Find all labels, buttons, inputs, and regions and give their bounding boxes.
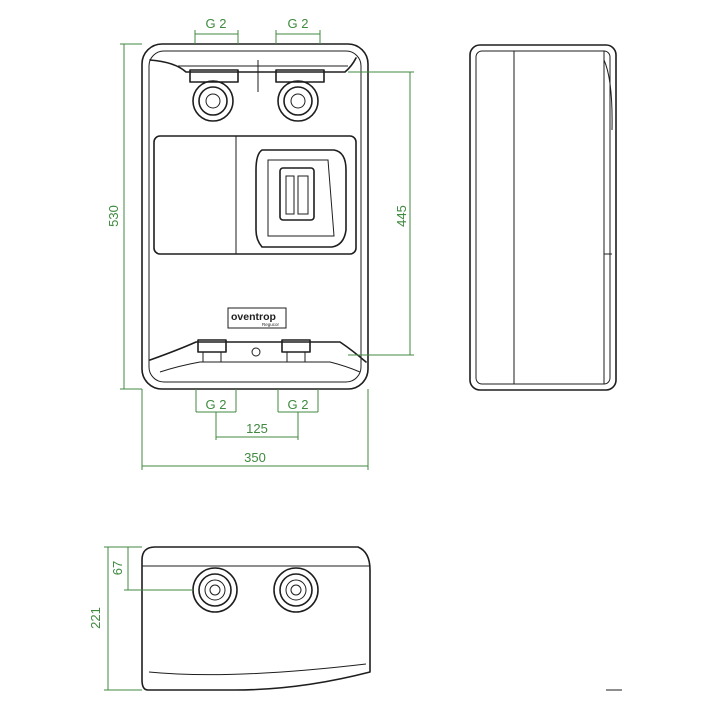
pump-face <box>267 159 335 237</box>
top-left-valve-core <box>205 93 221 109</box>
left-fitting-mid <box>198 573 232 607</box>
cover-panel <box>153 135 357 255</box>
top-view-right-fitting <box>273 567 319 613</box>
bottom-cutout-edge <box>159 361 361 373</box>
bottom-right-pipe <box>286 351 306 363</box>
brand-text: oventrop <box>231 311 276 323</box>
dim-top-right-thread: G 2 <box>288 16 309 31</box>
top-view-dimensions: 67 221 <box>88 546 193 691</box>
top-right-fitting <box>275 69 325 122</box>
brand-plate-frame <box>227 307 287 329</box>
top-right-valve-inner <box>283 86 313 116</box>
dim-connection-height: 445 <box>394 205 409 227</box>
pump-body <box>255 149 347 248</box>
dim-spacing: 125 <box>246 421 268 436</box>
left-fitting-inner <box>204 579 226 601</box>
right-fitting-inner <box>285 579 307 601</box>
dim-overall-depth: 221 <box>88 607 103 629</box>
top-right-valve-core <box>290 93 306 109</box>
side-inner-outline <box>475 50 611 385</box>
top-view-left-fitting <box>192 567 238 613</box>
side-back-curve <box>603 59 613 131</box>
pump-unit <box>255 149 347 248</box>
right-fitting-outer <box>273 567 319 613</box>
top-left-fitting <box>189 69 239 122</box>
dim-width: 350 <box>244 450 266 465</box>
top-left-valve-inner <box>198 86 228 116</box>
dim-overall-height: 530 <box>106 205 121 227</box>
top-right-valve-outer <box>277 80 319 122</box>
bottom-cutout <box>149 341 367 363</box>
left-fitting-core <box>209 584 221 596</box>
side-view <box>469 44 617 391</box>
brand-sub-text: Regucor <box>262 322 280 327</box>
front-view: oventrop Regucor <box>141 43 369 390</box>
pump-display-right <box>297 175 309 215</box>
top-view <box>141 546 371 691</box>
top-view-back-curve <box>148 663 367 676</box>
housing-inner-outline <box>148 50 362 383</box>
bottom-left-pipe <box>202 351 222 363</box>
dim-bottom-left-thread: G 2 <box>206 397 227 412</box>
dim-connection-depth: 67 <box>110 561 125 575</box>
top-cutout <box>149 57 357 73</box>
top-left-valve-outer <box>192 80 234 122</box>
top-view-outline <box>141 546 371 691</box>
pump-display <box>279 167 315 221</box>
pump-display-left <box>285 175 295 215</box>
housing-outline <box>141 43 369 390</box>
dim-top-left-thread: G 2 <box>206 16 227 31</box>
right-fitting-mid <box>279 573 313 607</box>
right-fitting-core <box>290 584 302 596</box>
bottom-left-fitting <box>197 339 227 363</box>
brand-plate: oventrop Regucor <box>227 307 287 329</box>
dim-bottom-right-thread: G 2 <box>288 397 309 412</box>
front-dimensions: G 2 G 2 530 445 G 2 G 2 125 350 <box>106 16 414 470</box>
bottom-center-screw <box>251 347 261 357</box>
side-outline <box>469 44 617 391</box>
bottom-right-fitting <box>281 339 311 363</box>
